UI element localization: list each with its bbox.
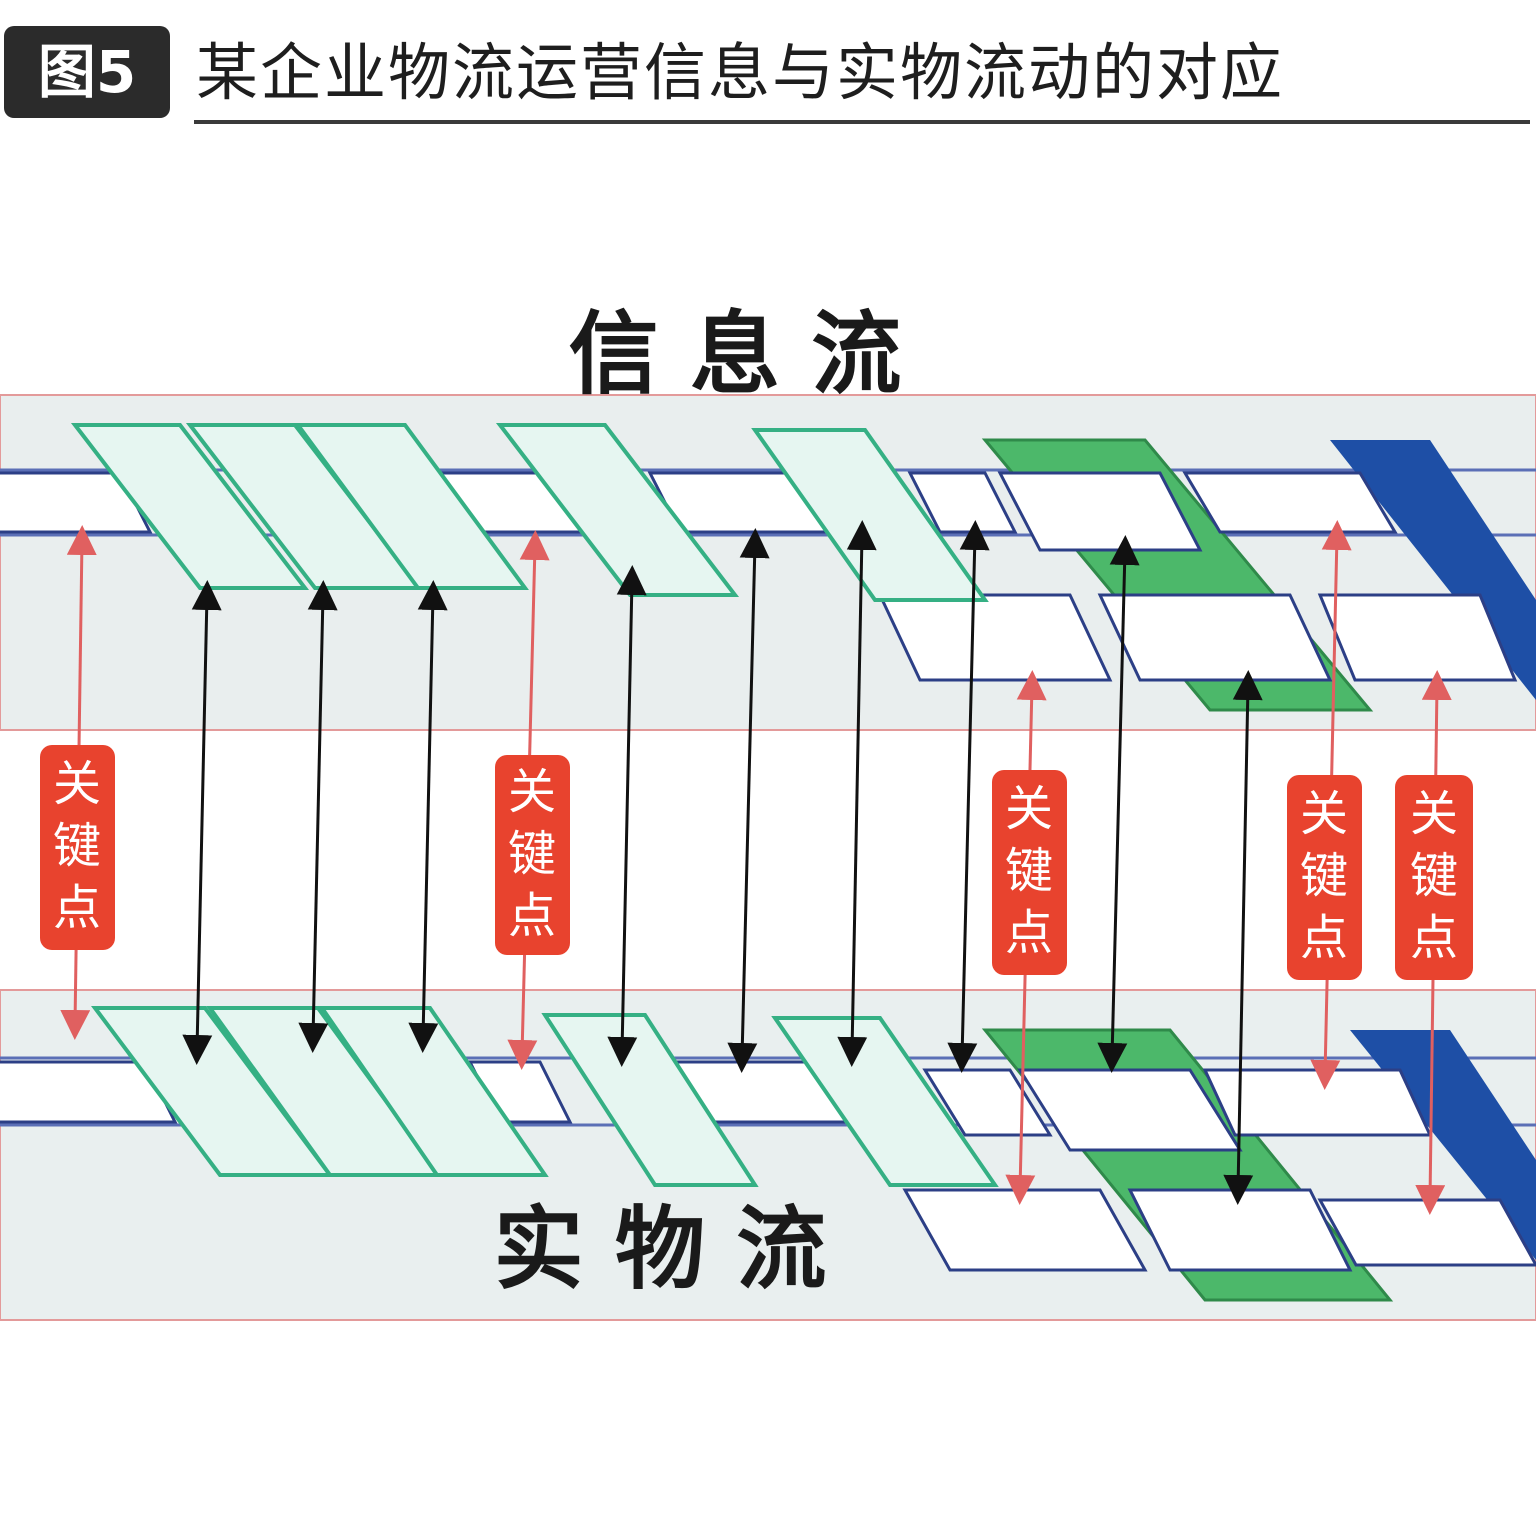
key-point-badge: 关键点 — [1395, 775, 1473, 980]
key-point-badge: 关键点 — [992, 770, 1067, 975]
key-point-label: 关键点 — [1410, 786, 1458, 966]
info-box — [907, 471, 1018, 534]
connector-arrow — [1223, 670, 1263, 1205]
key-point-label: 关键点 — [1300, 786, 1348, 966]
info-box — [997, 471, 1203, 552]
figure-number-badge: 图5 — [4, 26, 170, 118]
key-point-label: 关键点 — [1005, 781, 1053, 961]
key-point-badges: 关键点 关键点 关键点 关键点 关键点 — [40, 745, 1473, 980]
key-point-badge: 关键点 — [40, 745, 115, 950]
info-box — [1182, 471, 1398, 534]
logistics-flow-diagram: 信 息 流 实 物 流 — [0, 301, 1536, 1321]
connector-arrow — [947, 520, 990, 1073]
physical-box — [1127, 1188, 1353, 1272]
connector-arrow — [1097, 535, 1140, 1073]
info-flow-label: 信 息 流 — [569, 301, 902, 407]
physical-box — [0, 1060, 178, 1124]
info-box — [877, 593, 1113, 682]
physical-teal-box — [318, 1006, 549, 1177]
connector-arrow — [298, 580, 338, 1053]
key-point-label: 关键点 — [53, 756, 101, 936]
physical-flow-label: 实 物 流 — [494, 1196, 827, 1302]
connector-arrow — [607, 565, 647, 1067]
connector-arrow — [408, 580, 448, 1053]
physical-box — [1317, 1198, 1536, 1267]
figure-title: 某企业物流运营信息与实物流动的对应 — [196, 36, 1285, 109]
key-point-badge: 关键点 — [1287, 775, 1362, 980]
key-point-label: 关键点 — [508, 764, 556, 944]
figure-header: 图5 某企业物流运营信息与实物流动的对应 — [0, 0, 1536, 140]
connector-arrow — [182, 580, 222, 1065]
key-point-badge: 关键点 — [495, 755, 570, 955]
black-connectors — [182, 520, 1263, 1205]
info-box — [1317, 593, 1518, 682]
info-box — [1097, 593, 1333, 682]
info-box — [0, 471, 153, 534]
connector-arrow — [727, 528, 770, 1073]
title-underline — [194, 120, 1530, 124]
connector-arrow — [837, 520, 877, 1067]
